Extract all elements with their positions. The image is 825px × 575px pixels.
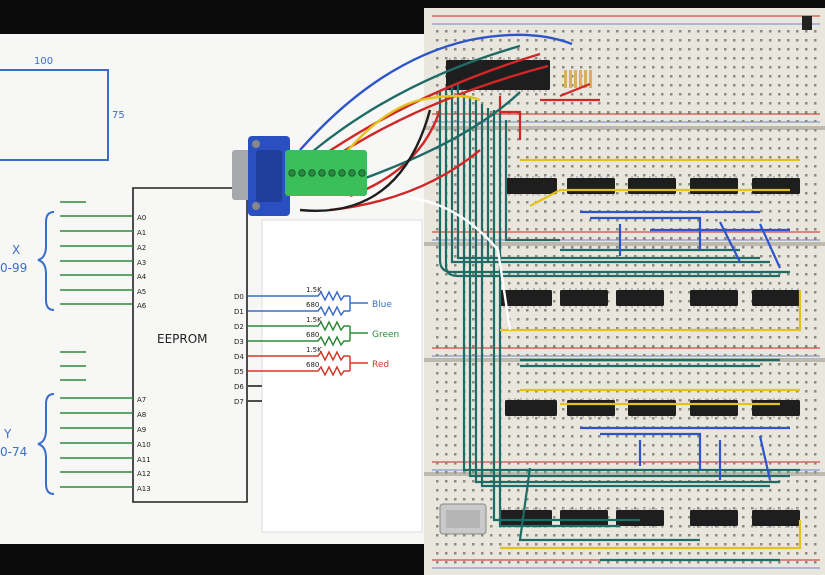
resistor-value: 1.5K: [306, 316, 322, 324]
address-pin-label: A1: [137, 229, 146, 237]
unused-address-lines: [60, 201, 86, 381]
breadboard-holes: [436, 30, 817, 564]
address-pin-label: A3: [137, 259, 146, 267]
paper-sheet: [0, 34, 428, 544]
x-bracket: X 0-99: [0, 211, 55, 311]
address-pin-label: A7: [137, 396, 146, 404]
data-pin-label: D7: [234, 398, 244, 406]
data-pin-label: D4: [234, 353, 244, 361]
paper-inner-sheet: [261, 219, 423, 533]
terminal-screws: [288, 169, 366, 177]
data-lines: [248, 295, 300, 402]
teal-wire-bundle: [438, 84, 800, 562]
vga-connector: [232, 136, 367, 216]
address-pin-label: A10: [137, 441, 151, 449]
oscillator: [439, 503, 487, 535]
color-output-label: Green: [372, 330, 399, 340]
resistor-value: 1.5K: [306, 286, 322, 294]
color-output-label: Blue: [372, 300, 392, 310]
data-pin-label: D3: [234, 338, 244, 346]
resistor-value: 680: [306, 331, 319, 339]
address-pin-label: A11: [137, 456, 151, 464]
data-pin-label: D6: [234, 383, 244, 391]
data-pin-label: D5: [234, 368, 244, 376]
x-label: X: [12, 243, 20, 257]
data-pin-label: D0: [234, 293, 244, 301]
address-pin-label: A0: [137, 214, 146, 222]
screen-rect-sketch: 100 75: [0, 56, 125, 161]
address-pin-label: A13: [137, 485, 151, 493]
address-pin-label: A5: [137, 288, 146, 296]
x-range-label: 0-99: [0, 261, 27, 275]
address-lines: [60, 215, 133, 488]
resistor-value: 1.5K: [306, 346, 322, 354]
address-pin-label: A6: [137, 302, 147, 310]
eeprom-label: EEPROM: [157, 332, 208, 346]
address-pin-label: A2: [137, 244, 146, 252]
resistor-value: 680: [306, 301, 319, 309]
screen-height-label: 75: [112, 110, 125, 121]
terminal-block: [285, 150, 367, 196]
address-pin-label: A4: [137, 273, 147, 281]
resistor-value: 680: [306, 361, 319, 369]
screen-width-label: 100: [34, 56, 53, 67]
vga-wires: [299, 33, 573, 331]
red-wires: [498, 82, 600, 140]
address-pin-label: A8: [137, 411, 146, 419]
y-range-label: 0-74: [0, 445, 27, 459]
address-pin-label: A9: [137, 426, 146, 434]
data-pin-label: D2: [234, 323, 244, 331]
address-pin-label: A12: [137, 470, 151, 478]
y-bracket: Y 0-74: [0, 393, 55, 495]
color-output-label: Red: [372, 360, 389, 370]
y-label: Y: [3, 427, 12, 441]
data-pin-label: D1: [234, 308, 244, 316]
yellow-wires: [500, 158, 802, 550]
